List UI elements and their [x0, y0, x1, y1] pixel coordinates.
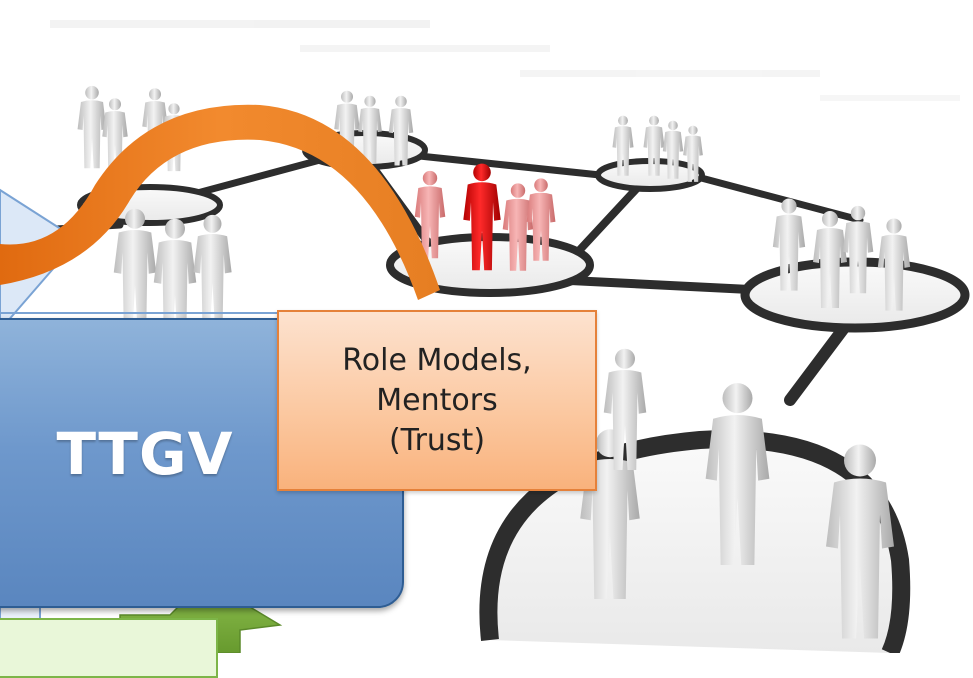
- red-person-group-icon: [414, 163, 556, 271]
- green-box: [0, 618, 218, 678]
- faded-background-strip: [50, 20, 960, 101]
- role-box-line-3: (Trust): [388, 422, 486, 458]
- role-box-line-1: Role Models,: [342, 342, 532, 378]
- role-models-box: Role Models, Mentors (Trust): [277, 310, 597, 491]
- ttgv-label: TTGV: [56, 420, 234, 488]
- role-box-line-2: Mentors: [376, 382, 498, 418]
- orange-curved-arrow: [0, 104, 440, 300]
- network-scene: [0, 20, 970, 653]
